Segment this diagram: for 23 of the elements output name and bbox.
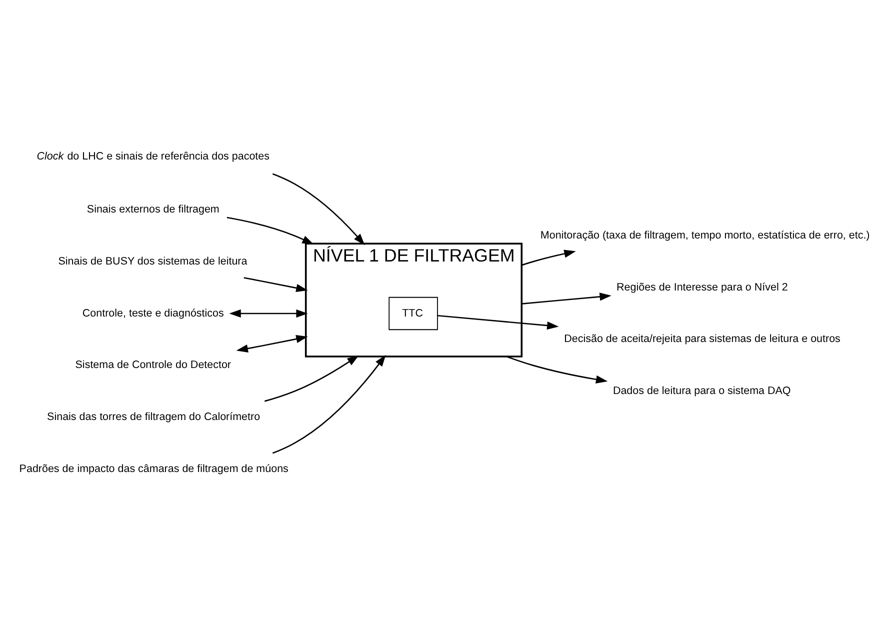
arrow xyxy=(226,216,314,245)
node-text: Clock do LHC e sinais de referência dos pacotes xyxy=(36,150,270,163)
arrow xyxy=(506,356,608,384)
arrow xyxy=(272,173,365,246)
node-box: TTC xyxy=(388,296,438,330)
arrow xyxy=(244,277,308,292)
node-text: Sinais de BUSY dos sistemas de leitura xyxy=(58,255,248,268)
arrow xyxy=(438,314,559,330)
arrow xyxy=(264,355,359,402)
arrow xyxy=(272,354,386,454)
arrow xyxy=(236,335,308,353)
arrow xyxy=(522,292,612,304)
node-text: Controle, teste e diagnósticos xyxy=(82,307,224,320)
arrow xyxy=(521,250,576,266)
node-text: Decisão de aceita/rejeita para sistemas de leitura e outros xyxy=(564,333,840,346)
node-text: Sistema de Controle do Detector xyxy=(75,359,232,372)
node-text: Monitoração (taxa de filtragem, tempo morto, estatística de erro, etc.) xyxy=(540,229,870,242)
node-text: Dados de leitura para o sistema DAQ xyxy=(612,385,791,398)
node-text: Sinais das torres de filtragem do Calorímetro xyxy=(47,411,260,424)
node-text: Regiões de Interesse para o Nível 2 xyxy=(616,281,788,294)
node-text: Sinais externos de filtragem xyxy=(86,203,220,216)
arrow xyxy=(229,309,308,318)
node-text: Padrões de impacto das câmaras de filtragem de múons xyxy=(19,463,288,476)
